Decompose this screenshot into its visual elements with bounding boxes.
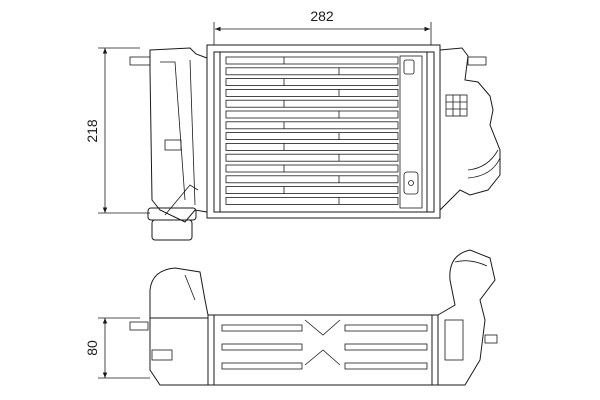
left-inlet-pipe	[129, 267, 209, 386]
core-tube	[344, 362, 428, 370]
dimension-height-label: 218	[84, 119, 100, 143]
dimension-height: 218	[84, 47, 150, 214]
core-tube	[225, 99, 399, 108]
core-tube	[225, 164, 399, 173]
core-tube	[225, 132, 399, 141]
core-tube	[344, 343, 428, 351]
core-tubes-top-view	[221, 324, 428, 370]
core-tube	[221, 343, 303, 351]
core-tube	[221, 324, 303, 332]
core-tube	[225, 186, 399, 195]
right-outlet-pipe	[437, 249, 498, 386]
core-tube	[225, 142, 399, 151]
core-tube	[225, 89, 399, 97]
core-tube	[225, 175, 399, 184]
core-tube	[225, 78, 399, 86]
dimension-width: 282	[213, 8, 432, 45]
dimension-depth-label: 80	[84, 340, 100, 356]
right-tank	[439, 47, 501, 212]
dimension-width-label: 282	[310, 8, 334, 24]
dimension-depth: 80	[84, 317, 150, 379]
core-tube	[225, 153, 399, 162]
core-tubes	[225, 56, 399, 205]
core-tube	[221, 362, 303, 370]
core-tube	[225, 56, 399, 65]
left-tank	[129, 47, 208, 241]
core-tube	[225, 67, 399, 76]
core-tube	[225, 110, 399, 119]
core-tube	[225, 196, 399, 205]
core-tube	[344, 324, 428, 332]
front-view	[129, 44, 501, 241]
top-view	[129, 249, 498, 386]
core-tube	[225, 121, 399, 130]
